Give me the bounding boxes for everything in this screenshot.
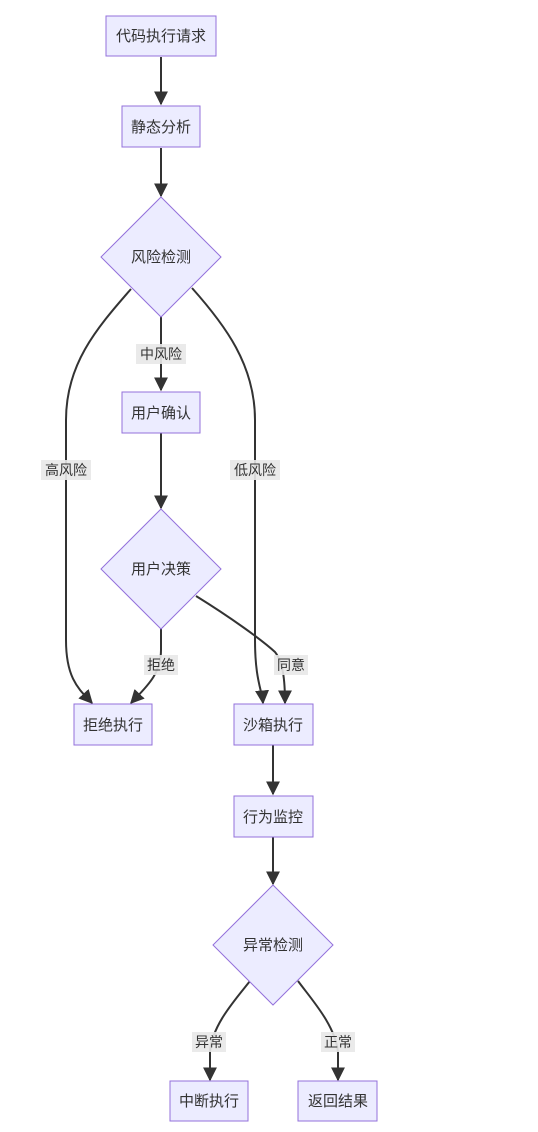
edge-label-medium-risk: 中风险	[136, 344, 186, 364]
edge-risk-to-reject	[65, 288, 132, 705]
edge-label-low-risk: 低风险	[230, 460, 280, 480]
svg-text:返回结果: 返回结果	[308, 1092, 368, 1110]
svg-text:低风险: 低风险	[234, 463, 276, 479]
svg-text:异常检测: 异常检测	[243, 936, 303, 954]
edge-decision-to-reject	[130, 627, 162, 705]
svg-text:沙箱执行: 沙箱执行	[243, 716, 303, 734]
edge-decision-to-sandbox	[195, 595, 292, 705]
svg-text:中风险: 中风险	[140, 347, 182, 363]
node-reject: 拒绝执行	[73, 703, 153, 746]
svg-text:正常: 正常	[324, 1035, 352, 1051]
svg-text:拒绝: 拒绝	[147, 658, 175, 674]
edge-risk-to-sandbox	[191, 287, 270, 705]
node-risk-detect: 风险检测	[100, 196, 222, 318]
svg-text:高风险: 高风险	[45, 462, 87, 479]
edge-anomaly-to-interrupt	[203, 980, 251, 1082]
node-sandbox: 沙箱执行	[233, 703, 314, 746]
edge-label-abnormal: 异常	[192, 1032, 226, 1052]
edge-label-refuse: 拒绝	[144, 655, 178, 675]
edge-anomaly-to-return	[297, 980, 345, 1082]
svg-text:用户决策: 用户决策	[131, 560, 191, 578]
svg-text:同意: 同意	[277, 657, 305, 674]
svg-text:用户确认: 用户确认	[131, 404, 191, 422]
svg-text:中断执行: 中断执行	[179, 1092, 239, 1110]
svg-text:静态分析: 静态分析	[131, 118, 191, 136]
node-return-result: 返回结果	[297, 1080, 378, 1122]
node-static-analysis: 静态分析	[121, 105, 201, 148]
edge-label-agree: 同意	[274, 655, 308, 675]
edge-label-high-risk: 高风险	[41, 460, 91, 480]
node-interrupt: 中断执行	[169, 1080, 249, 1122]
edge-label-normal: 正常	[321, 1032, 355, 1052]
node-monitor: 行为监控	[233, 795, 314, 838]
svg-text:行为监控: 行为监控	[243, 808, 303, 826]
svg-text:风险检测: 风险检测	[131, 248, 191, 266]
svg-text:拒绝执行: 拒绝执行	[83, 716, 143, 734]
node-anomaly-detect: 异常检测	[212, 884, 334, 1006]
node-request: 代码执行请求	[105, 15, 217, 57]
svg-text:代码执行请求: 代码执行请求	[116, 27, 206, 45]
node-user-decision: 用户决策	[100, 508, 222, 630]
node-user-confirm: 用户确认	[121, 391, 201, 434]
svg-text:异常: 异常	[195, 1035, 223, 1051]
